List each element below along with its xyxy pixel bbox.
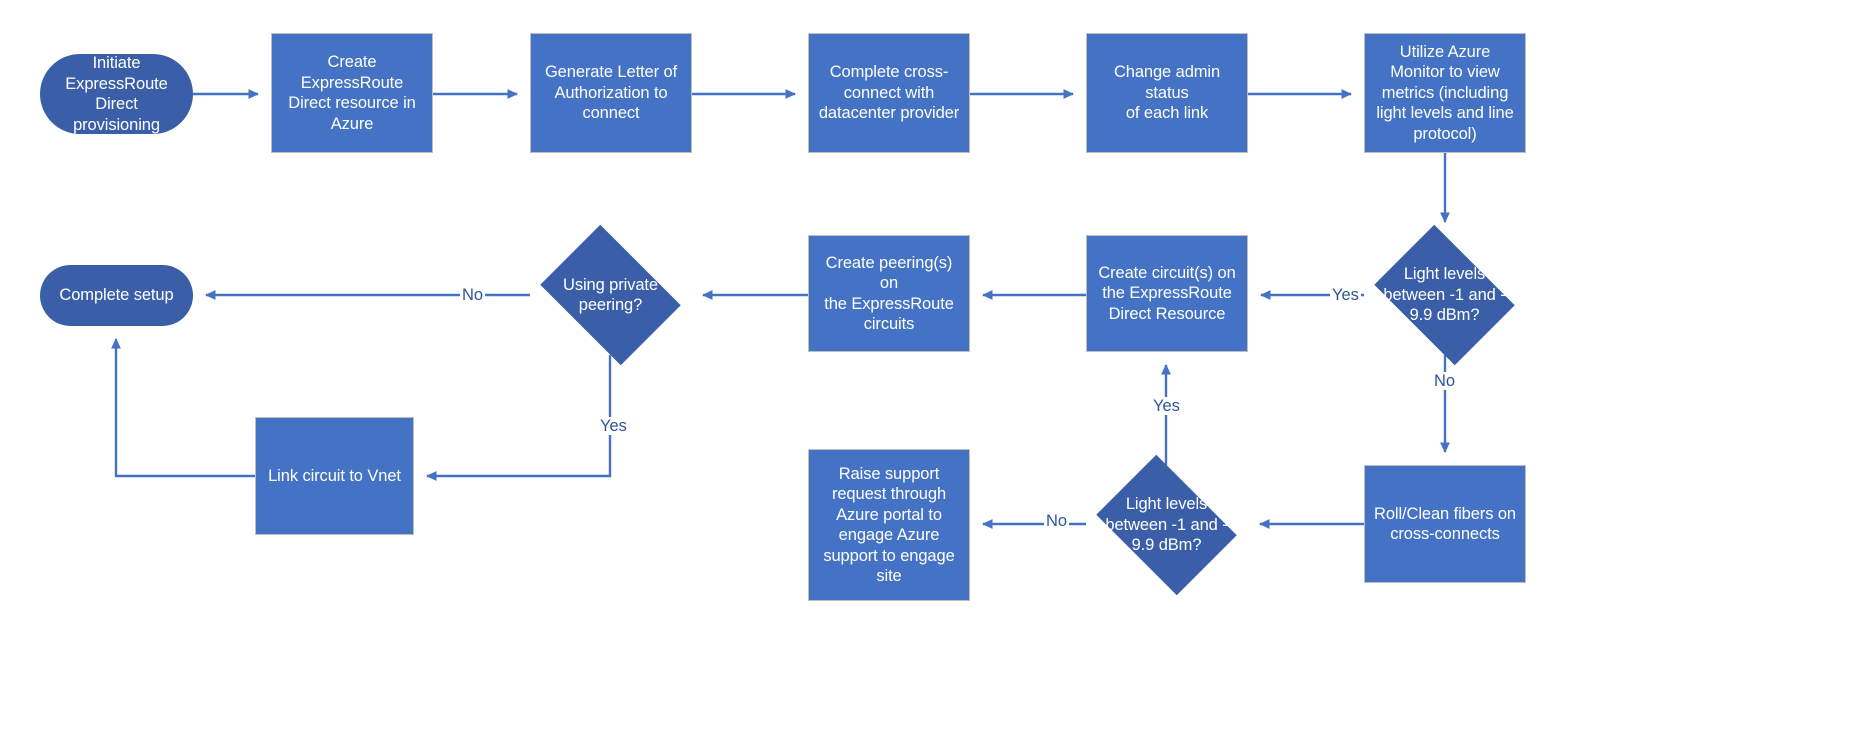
node-raise-support-request[interactable]: Raise support request through Azure port… xyxy=(808,449,970,601)
node-initiate-provisioning[interactable]: Initiate ExpressRoute Direct provisionin… xyxy=(40,54,193,134)
edge-link-vnet-to-complete-setup xyxy=(111,338,255,478)
node-label: Link circuit to Vnet xyxy=(268,466,401,485)
node-label: Complete setup xyxy=(59,286,174,305)
node-complete-cross-connect[interactable]: Complete cross- connect with datacenter … xyxy=(808,33,970,153)
node-label: Roll/Clean fibers on cross-connects xyxy=(1374,504,1516,544)
node-label: Generate Letter of Authorization to conn… xyxy=(544,63,678,123)
node-label: Light levels between -1 and - 9.9 dBm? xyxy=(1105,495,1228,555)
edge-label-no-light-levels-upper: No xyxy=(1432,372,1458,390)
node-complete-setup[interactable]: Complete setup xyxy=(40,265,193,326)
node-label: Create ExpressRoute Direct resource in A… xyxy=(288,53,416,133)
node-label: Create circuit(s) on the ExpressRoute Di… xyxy=(1098,263,1236,323)
node-label: Create peering(s) on the ExpressRoute ci… xyxy=(824,253,954,334)
node-using-private-peering-decision[interactable]: Using private peering? xyxy=(530,224,691,366)
node-roll-clean-fibers[interactable]: Roll/Clean fibers on cross-connects xyxy=(1364,465,1526,583)
node-label: Initiate ExpressRoute Direct provisionin… xyxy=(65,54,168,134)
edge-label-yes-light-levels-lower: Yes xyxy=(1151,397,1182,415)
node-label: Using private peering? xyxy=(563,275,658,315)
node-create-expressroute-direct-resource[interactable]: Create ExpressRoute Direct resource in A… xyxy=(271,33,433,153)
node-change-admin-status[interactable]: Change admin status of each link xyxy=(1086,33,1248,153)
node-light-levels-lower-decision[interactable]: Light levels between -1 and - 9.9 dBm? xyxy=(1086,454,1247,596)
node-link-circuit-to-vnet[interactable]: Link circuit to Vnet xyxy=(255,417,414,535)
edge-label-yes-private-peering: Yes xyxy=(598,417,629,435)
node-generate-letter-of-authorization[interactable]: Generate Letter of Authorization to conn… xyxy=(530,33,692,153)
node-create-peerings[interactable]: Create peering(s) on the ExpressRoute ci… xyxy=(808,235,970,352)
node-label: Change admin status of each link xyxy=(1113,63,1221,123)
edge-label-no-light-levels-lower: No xyxy=(1044,512,1070,530)
node-label: Complete cross- connect with datacenter … xyxy=(818,63,960,123)
node-create-circuits[interactable]: Create circuit(s) on the ExpressRoute Di… xyxy=(1086,235,1248,352)
edge-label-yes-light-levels-upper: Yes xyxy=(1330,286,1361,304)
edge-label-no-private-peering: No xyxy=(460,286,486,304)
node-label: Light levels between -1 and - 9.9 dBm? xyxy=(1383,265,1506,325)
edge-private-peering-yes xyxy=(426,355,612,481)
node-utilize-azure-monitor[interactable]: Utilize Azure Monitor to view metrics (i… xyxy=(1364,33,1526,153)
node-label: Raise support request through Azure port… xyxy=(823,464,955,586)
node-label: Utilize Azure Monitor to view metrics (i… xyxy=(1376,42,1514,143)
node-light-levels-upper-decision[interactable]: Light levels between -1 and - 9.9 dBm? xyxy=(1364,224,1525,366)
